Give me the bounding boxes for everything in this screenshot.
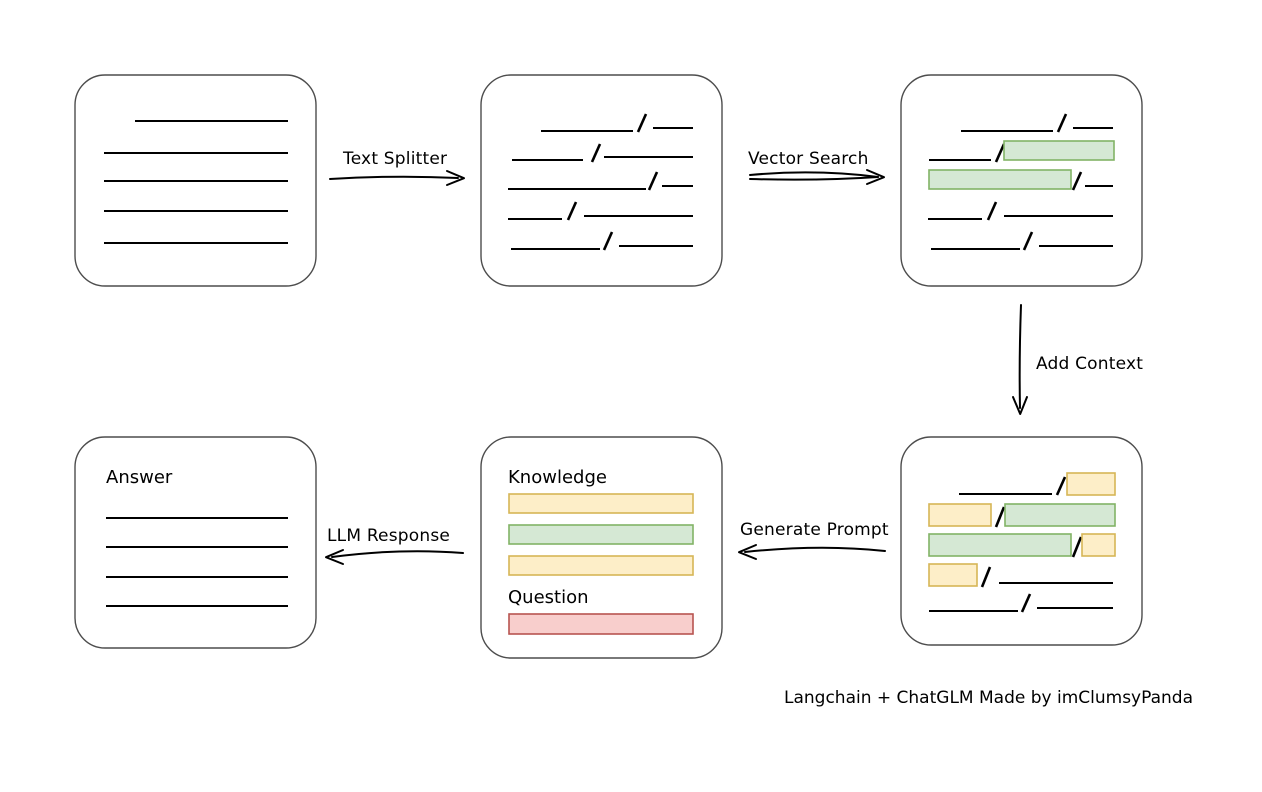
highlight-green-bar bbox=[928, 169, 1072, 190]
node-source-document[interactable] bbox=[74, 74, 317, 287]
edge-vector-search: Vector Search bbox=[748, 149, 885, 185]
highlight-green-bar bbox=[1003, 140, 1115, 161]
split-document-box[interactable] bbox=[480, 74, 723, 287]
split-document-lines bbox=[508, 113, 693, 251]
edge-add-context: Add Context bbox=[1012, 304, 1143, 415]
node-context-document[interactable] bbox=[900, 436, 1143, 646]
node-vector-matched-document[interactable] bbox=[900, 74, 1143, 287]
highlight-green-bar bbox=[928, 533, 1072, 557]
knowledge-bar-yellow bbox=[508, 493, 694, 514]
highlight-yellow-bar bbox=[928, 503, 992, 527]
source-document-lines bbox=[104, 119, 288, 245]
node-split-document[interactable] bbox=[480, 74, 723, 287]
answer-label: Answer bbox=[106, 467, 173, 488]
footer-credit: Langchain + ChatGLM Made by imClumsyPand… bbox=[784, 688, 1193, 708]
vector-matched-document-lines bbox=[928, 113, 1115, 251]
highlight-yellow-bar bbox=[928, 563, 978, 587]
edge-text-splitter-label: Text Splitter bbox=[342, 149, 447, 169]
prompt-card-box[interactable] bbox=[480, 436, 723, 659]
edge-generate-prompt-label: Generate Prompt bbox=[740, 520, 889, 540]
highlight-yellow-bar bbox=[1066, 472, 1116, 496]
knowledge-bar-yellow bbox=[508, 555, 694, 576]
prompt-question-label: Question bbox=[508, 587, 589, 608]
node-answer-card[interactable]: Answer bbox=[74, 436, 317, 649]
edge-vector-search-label: Vector Search bbox=[748, 149, 869, 169]
highlight-yellow-bar bbox=[1081, 533, 1116, 557]
edge-llm-response: LLM Response bbox=[325, 526, 464, 565]
context-document-lines bbox=[928, 472, 1116, 613]
edge-add-context-label: Add Context bbox=[1036, 354, 1143, 374]
answer-card-box[interactable] bbox=[74, 436, 317, 649]
knowledge-bar-green bbox=[508, 524, 694, 545]
answer-card-lines bbox=[106, 516, 288, 608]
prompt-knowledge-label: Knowledge bbox=[508, 467, 607, 488]
edge-llm-response-label: LLM Response bbox=[327, 526, 450, 546]
highlight-green-bar bbox=[1004, 503, 1116, 527]
question-bar-red bbox=[508, 613, 694, 635]
edge-generate-prompt: Generate Prompt bbox=[738, 520, 889, 560]
node-prompt-card[interactable]: Knowledge Question bbox=[480, 436, 723, 659]
edge-text-splitter: Text Splitter bbox=[329, 149, 465, 186]
